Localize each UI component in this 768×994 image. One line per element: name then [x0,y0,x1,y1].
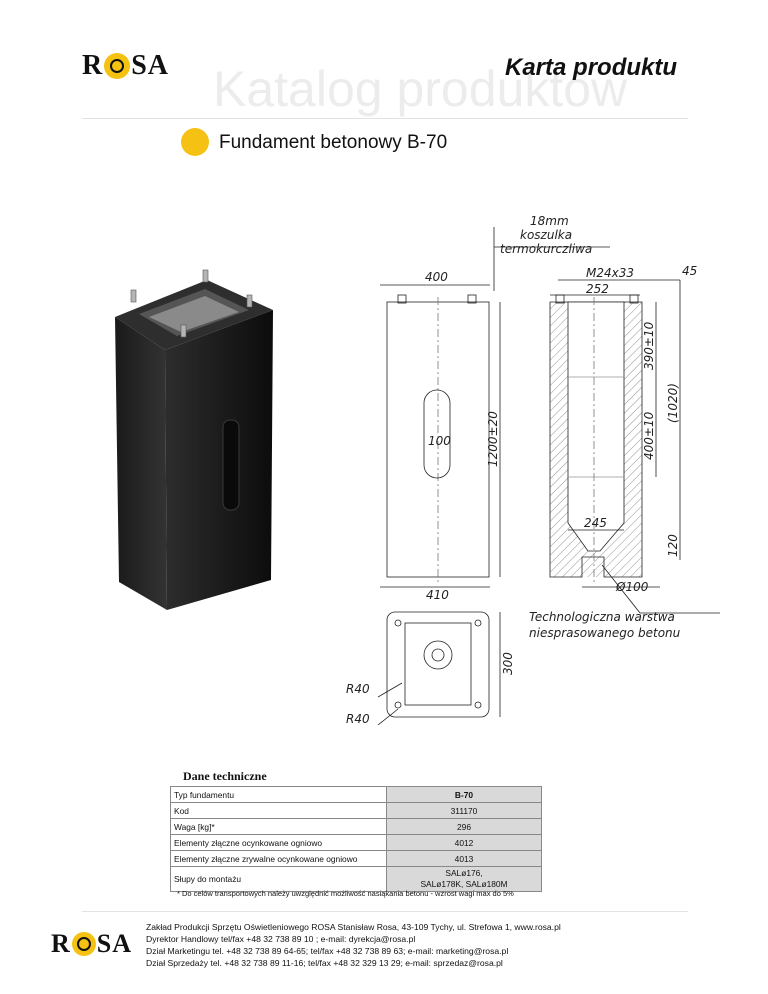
label-dim-120: 120 [666,534,680,557]
footer-logo: R SA [51,929,133,958]
label-dim-245: 245 [584,516,607,530]
label-r40-a: R40 [346,682,370,696]
label-dim-400-top: 400 [425,270,448,284]
label-dim-1200: 1200±20 [486,411,500,467]
spec-value: SALø176, SALø178K, SALø180M [386,866,542,892]
table-row: Słupy do montażu SALø176, SALø178K, SALø… [170,866,542,892]
page-title: Karta produktu [505,54,678,81]
label-dim-1020: (1020) [666,383,680,423]
footer-divider [82,911,688,912]
product-name: Fundament betonowy B-70 [219,132,448,153]
footer-contacts: Zakład Produkcji Sprzętu Oświetleniowego… [146,921,561,969]
label-dim-100: 100 [428,434,451,448]
footer-line: Dział Sprzedaży tel. +48 32 738 89 11-16… [146,958,503,968]
label-sleeve-1: 18mm [530,214,569,228]
spec-value: 296 [386,818,542,835]
table-row: Elementy złączne ocynkowane ogniowo 4012 [170,834,542,851]
product-bullet-icon [181,128,209,156]
spec-value-line1: SALø176, [445,868,483,878]
label-dim-390: 390±10 [642,321,656,370]
spec-label: Kod [170,802,387,819]
header-logo: R SA [82,50,170,81]
bottom-view-outline [386,611,490,718]
specs-table: Typ fundamentu B-70 Kod 311170 Waga [kg]… [170,786,542,892]
spec-value: B-70 [386,786,542,803]
spec-label: Elementy złączne zrywalne ocynkowane ogn… [170,850,387,867]
label-dim-252: 252 [586,282,609,296]
specs-title: Dane techniczne [183,769,267,783]
header-divider [82,118,688,119]
logo-o-circle [104,53,131,79]
technical-drawing: 18mm koszulka termokurczliwa M24x33 45 4… [346,214,720,725]
spec-value: 4012 [386,834,542,851]
spec-value-line2: SALø178K, SALø180M [420,879,508,889]
label-dim-300: 300 [501,652,515,675]
spec-label: Typ fundamentu [170,786,387,803]
table-row: Typ fundamentu B-70 [170,786,542,803]
footer-line: Zakład Produkcji Sprzętu Oświetleniowego… [146,922,561,932]
table-row: Kod 311170 [170,802,542,819]
table-row: Elementy złączne zrywalne ocynkowane ogn… [170,850,542,867]
label-sleeve-3: termokurczliwa [500,242,592,256]
footer-line: Dział Marketingu tel. +48 32 738 89 64-6… [146,946,509,956]
product-photo [115,269,273,610]
label-r40-b: R40 [346,712,370,725]
label-dim-400-mid: 400±10 [642,411,656,460]
spec-label: Elementy złączne ocynkowane ogniowo [170,834,387,851]
spec-label: Waga [kg]* [170,818,387,835]
label-thread: M24x33 [586,266,634,280]
spec-value: 311170 [386,802,542,819]
label-dim-phi100: Ø100 [615,580,649,594]
label-dim-410: 410 [426,588,449,602]
table-row: Waga [kg]* 296 [170,818,542,835]
label-tech-layer-2: niesprasowanego betonu [529,626,681,640]
spec-value: 4013 [386,850,542,867]
spec-label: Słupy do montażu [170,866,387,892]
header-watermark: Katalog produktów [213,61,628,117]
label-tech-layer-1: Technologiczna warstwa [529,610,675,624]
section-view-outline [549,301,643,578]
footer-line: Dyrektor Handlowy tel/fax +48 32 738 89 … [146,934,416,944]
label-dim-45: 45 [682,264,697,278]
weight-note: * Do celów transportowych należy uwzględ… [177,889,514,898]
label-sleeve-2: koszulka [520,228,572,242]
footer-logo-o-circle [71,932,96,956]
